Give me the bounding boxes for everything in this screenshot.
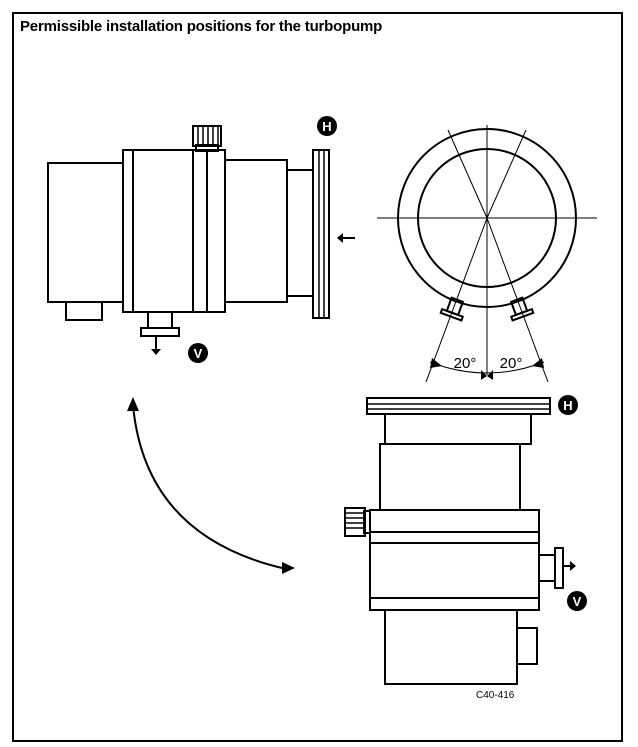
marker-v-right-label: V [573,594,582,609]
marker-h-bottom-label: H [563,398,572,413]
vertical-pump [344,397,576,685]
figure-frame [12,12,623,742]
vent-knob [192,125,222,147]
pump-motor-housing [47,162,124,303]
pump-motor-housing-vertical [384,609,518,685]
angle-label-left: 20° [454,355,477,372]
pump-upper-cylinder-vertical [379,443,521,511]
pump-end-view [377,125,597,383]
pump-upper-cylinder [224,159,288,303]
pump-foot-vertical [516,627,538,665]
pump-body [122,149,226,313]
marker-v-left: V [188,343,208,363]
horizontal-pump [47,125,355,355]
vent-knob-vertical [344,507,366,537]
high-vacuum-flange-vertical [366,397,551,415]
marker-h-bottom: H [558,395,578,415]
figure-title: Permissible installation positions for t… [20,18,383,35]
pump-foot [65,301,103,321]
marker-v-right: V [567,591,587,611]
fore-vacuum-flange [140,327,180,337]
pump-body-vertical [369,509,540,611]
marker-h-top-label: H [322,119,331,134]
rotation-arrow [127,397,295,574]
angle-arc [429,361,545,374]
high-vacuum-flange [312,149,330,319]
marker-v-left-label: V [194,346,203,361]
marker-h-top: H [317,116,337,136]
figure-code: C40-416 [476,690,515,701]
fore-vacuum-flange-vertical [554,547,564,589]
angle-label-right: 20° [500,355,523,372]
